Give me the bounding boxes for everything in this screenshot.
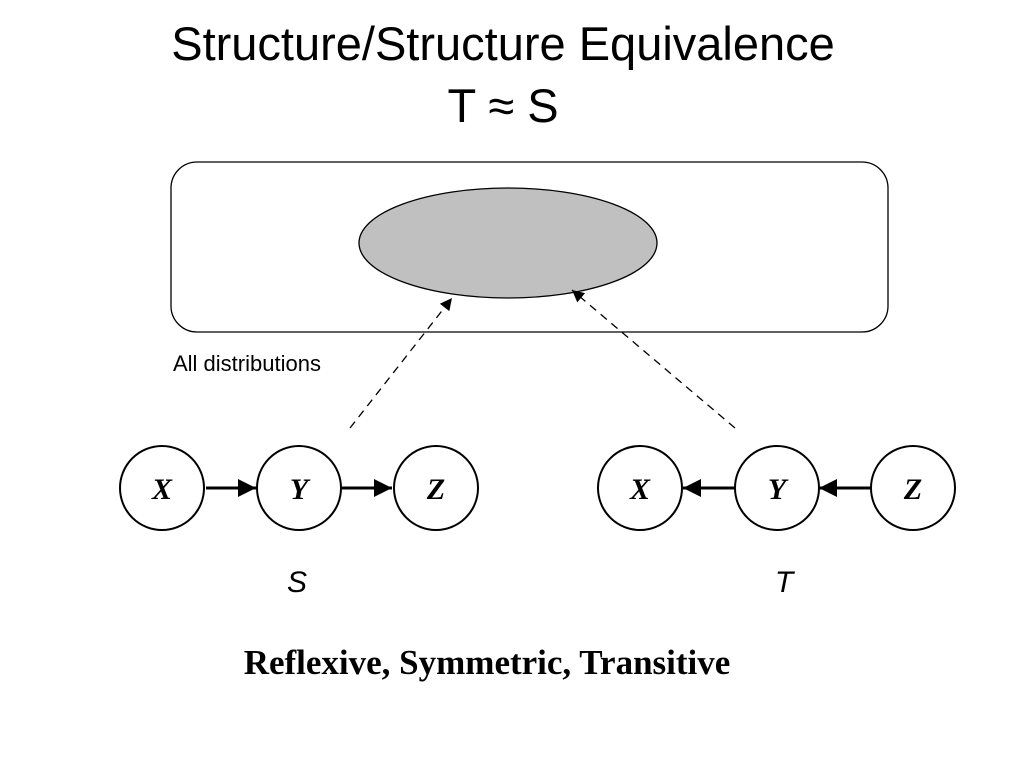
mapping-arrow-s: [349, 297, 453, 429]
node-s-x: [119, 445, 205, 531]
node-s-y: [256, 445, 342, 531]
mapping-arrow-t: [571, 289, 736, 429]
graph-s-name: S: [287, 566, 307, 599]
title-line-2: T ≈ S: [447, 79, 558, 132]
graph-s: X Y Z S: [119, 445, 479, 599]
node-t-y-label: Y: [768, 473, 789, 506]
node-t-y: [734, 445, 820, 531]
node-s-z-label: Z: [426, 473, 445, 506]
distributions-region: [170, 161, 889, 333]
graph-t: X Y Z T: [597, 445, 956, 599]
node-t-x-label: X: [629, 473, 651, 506]
node-t-x: [597, 445, 683, 531]
node-s-z: [393, 445, 479, 531]
node-t-z-label: Z: [903, 473, 922, 506]
properties-caption: Reflexive, Symmetric, Transitive: [244, 643, 731, 682]
region-label: All distributions: [173, 351, 321, 376]
equivalent-distributions-ellipse: [358, 187, 658, 299]
title-line-1: Structure/Structure Equivalence: [171, 17, 835, 70]
graph-t-name: T: [775, 566, 796, 599]
node-s-x-label: X: [151, 473, 173, 506]
node-t-z: [870, 445, 956, 531]
node-s-y-label: Y: [290, 473, 311, 506]
